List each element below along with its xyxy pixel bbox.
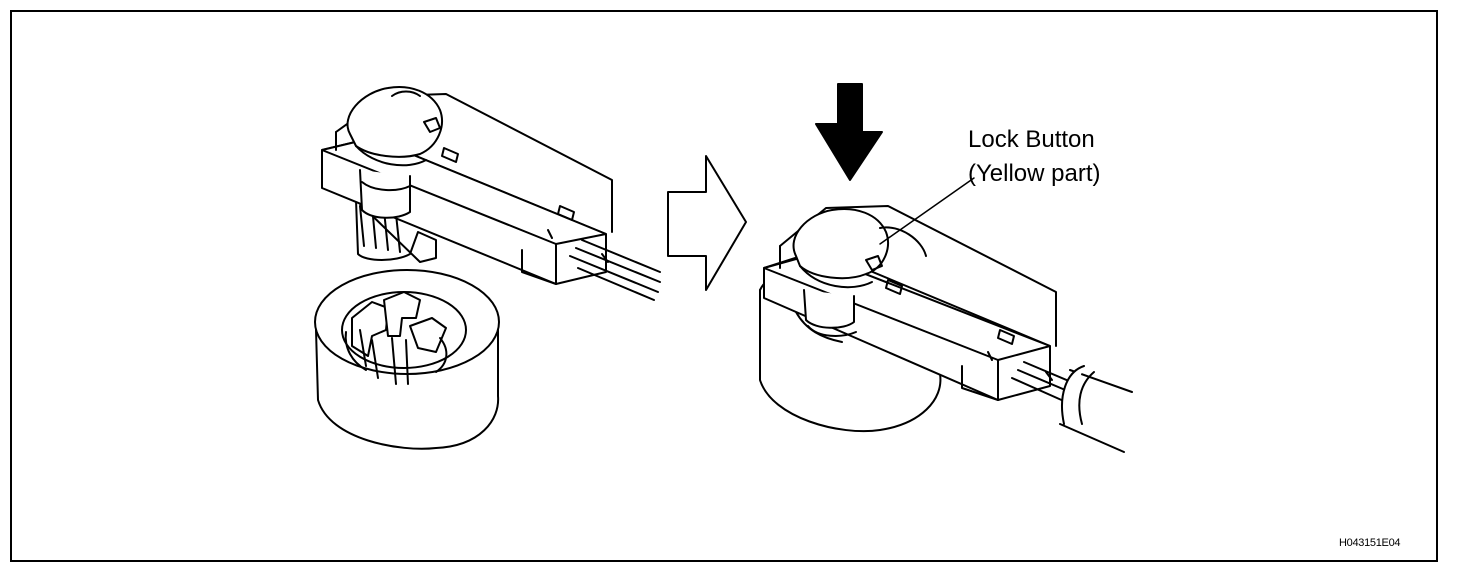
figure-frame bbox=[10, 10, 1438, 562]
connector-left bbox=[321, 86, 661, 301]
callout-label-line2: (Yellow part) bbox=[968, 160, 1101, 187]
connector-right bbox=[763, 205, 1077, 403]
wire-harness-cable bbox=[1059, 365, 1133, 453]
sensor-socket bbox=[314, 269, 500, 450]
press-down-arrow-icon bbox=[815, 83, 883, 181]
callout-label-line1: Lock Button bbox=[968, 126, 1095, 153]
process-arrow bbox=[667, 155, 747, 291]
callout-leader-line bbox=[879, 177, 975, 245]
figure-code: H043151E04 bbox=[1339, 537, 1401, 549]
